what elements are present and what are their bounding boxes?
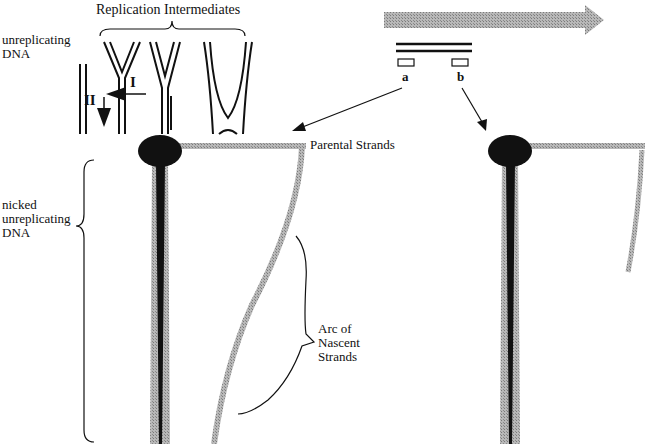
probe-label: a xyxy=(402,70,409,84)
probe-label: b xyxy=(457,70,464,84)
dimension-label: I xyxy=(130,74,136,91)
band-label: Parental Strands xyxy=(310,138,395,152)
molecule-label: unreplicating DNA xyxy=(2,33,76,61)
arc-label: Arc of Nascent Strands xyxy=(318,322,390,364)
band-label: nicked unreplicating DNA xyxy=(2,198,74,240)
dimension-label: II xyxy=(84,92,96,109)
group-heading: Replication Intermediates xyxy=(96,2,240,18)
